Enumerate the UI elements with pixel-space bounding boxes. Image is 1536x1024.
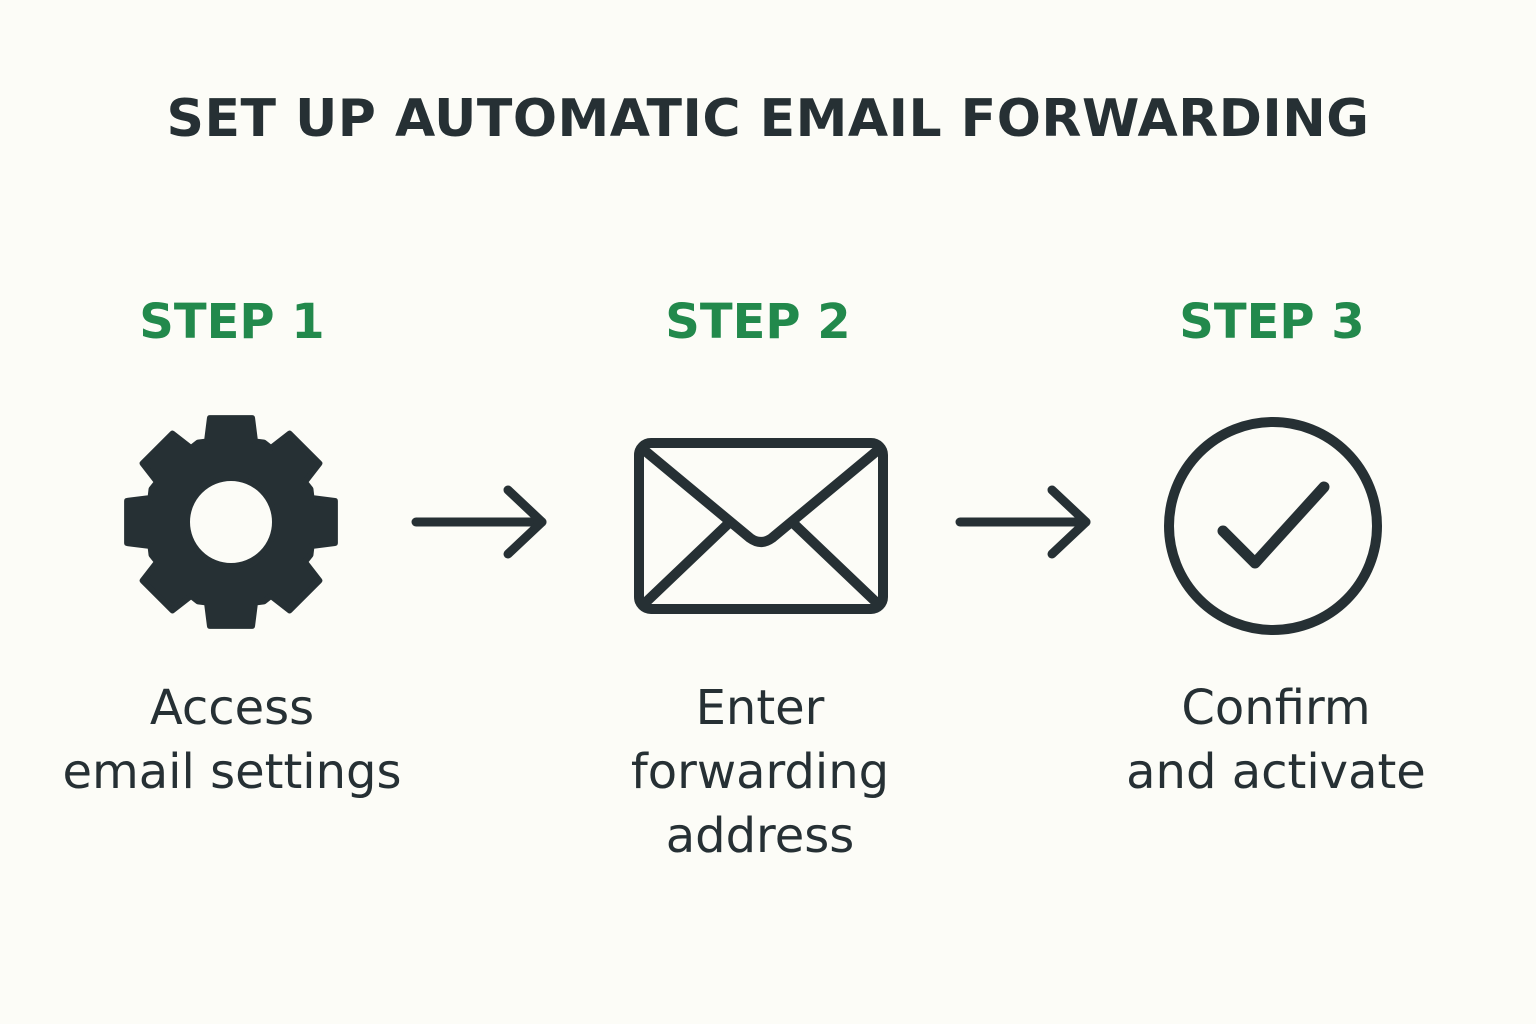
step-2-caption-line: Enter — [695, 680, 825, 736]
arrow-right-icon — [955, 485, 1091, 559]
step-2-heading: STEP 2 — [665, 294, 851, 350]
step-3-caption: Confirm and activate — [1056, 676, 1496, 804]
page-title: SET UP AUTOMATIC EMAIL FORWARDING — [166, 89, 1370, 149]
arrow-right-icon — [411, 485, 547, 559]
step-2-caption-line: address — [665, 808, 855, 864]
step-3-heading: STEP 3 — [1179, 294, 1365, 350]
step-2-caption: Enter forwarding address — [540, 676, 980, 868]
step-1-caption-line: Access — [149, 680, 315, 736]
step-3-caption-line: Confirm — [1181, 680, 1371, 736]
step-1-caption: Access email settings — [12, 676, 452, 804]
step-1-caption-line: email settings — [62, 744, 402, 800]
envelope-icon — [634, 438, 888, 614]
step-1-heading: STEP 1 — [139, 294, 325, 350]
step-3-caption-line: and activate — [1126, 744, 1426, 800]
check-circle-icon — [1164, 417, 1382, 635]
step-2-caption-line: forwarding — [630, 744, 890, 800]
gear-icon — [124, 415, 338, 629]
